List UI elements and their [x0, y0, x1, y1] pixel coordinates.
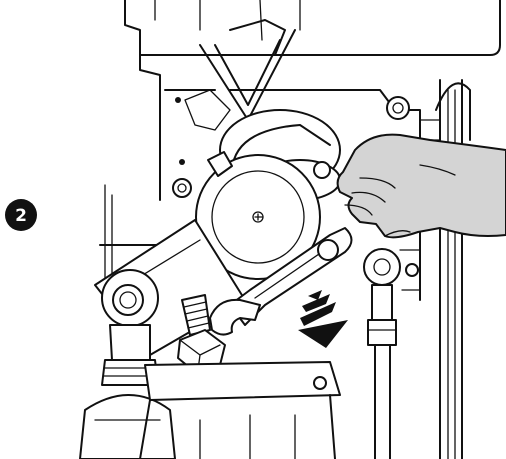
- threaded-fitting: [177, 294, 226, 373]
- downward-motion-arrow-icon: [298, 290, 348, 348]
- open-end-wrench: [209, 227, 353, 336]
- vertical-rail: [419, 79, 471, 459]
- rod-end-bearing: [79, 269, 176, 459]
- step-number: 2: [15, 206, 27, 226]
- right-rod: [363, 248, 421, 459]
- hand: [336, 133, 506, 239]
- drum-assembly: [195, 109, 341, 280]
- lower-crossbar: [139, 361, 341, 459]
- step-number-badge: 2: [5, 199, 37, 231]
